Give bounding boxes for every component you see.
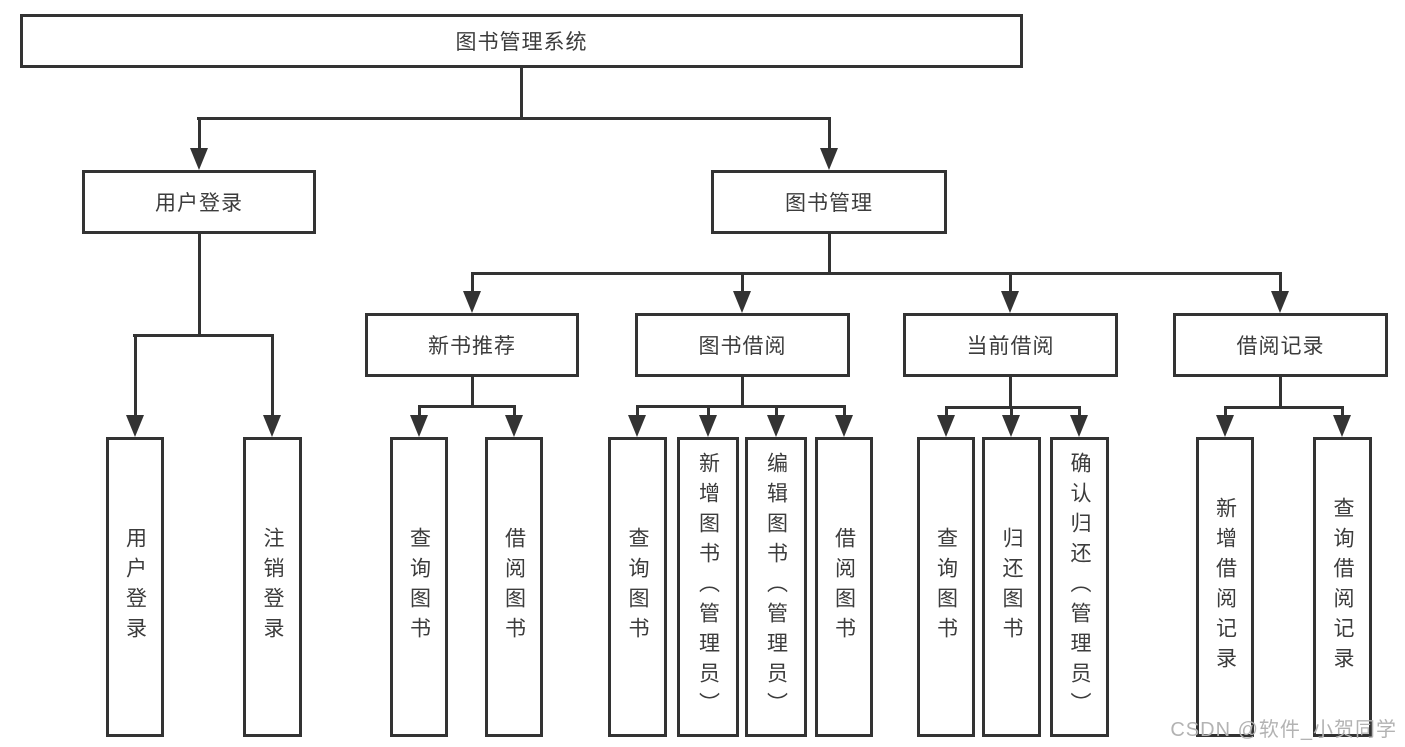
connector-book-mgmt-trunk	[828, 234, 831, 275]
node-new-book-recommend: 新书推荐	[365, 313, 579, 377]
leaf-confirm-return-admin: 确认归还（管理员）	[1050, 437, 1109, 737]
leaf-label: 借阅图书	[502, 527, 526, 647]
leaf-return-books: 归还图书	[982, 437, 1041, 737]
arrow-down-icon	[733, 291, 751, 313]
arrow-down-icon	[820, 148, 838, 170]
connector-drop-leaf	[636, 405, 639, 417]
arrow-down-icon	[263, 415, 281, 437]
leaf-label: 查询图书	[934, 527, 958, 647]
arrow-down-icon	[410, 415, 428, 437]
leaf-query-borrow-record: 查询借阅记录	[1313, 437, 1372, 737]
arrow-down-icon	[505, 415, 523, 437]
node-current-borrowing: 当前借阅	[903, 313, 1118, 377]
connector-book-borrow-trunk	[741, 377, 744, 407]
node-borrowing-records: 借阅记录	[1173, 313, 1388, 377]
leaf-label: 查询借阅记录	[1331, 497, 1354, 677]
connector-borrow-record-hbar	[1224, 406, 1344, 409]
arrow-down-icon	[1216, 415, 1234, 437]
connector-drop-new-book	[471, 272, 474, 293]
leaf-add-books-admin: 新增图书（管理员）	[677, 437, 739, 737]
arrow-down-icon	[1001, 291, 1019, 313]
connector-drop-leaf	[1224, 406, 1227, 417]
node-label: 图书管理	[785, 192, 873, 215]
connector-root-trunk	[520, 68, 523, 120]
connector-drop-leaf	[271, 334, 274, 416]
node-label: 当前借阅	[966, 335, 1055, 358]
arrow-down-icon	[937, 415, 955, 437]
connector-user-login-hbar	[133, 334, 273, 337]
node-label: 用户登录	[155, 192, 243, 215]
connector-drop-leaf	[775, 405, 778, 417]
leaf-label: 用户登录	[123, 527, 147, 647]
connector-book-borrow-hbar	[636, 405, 845, 408]
connector-drop-leaf	[418, 405, 421, 417]
leaf-label: 注销登录	[261, 527, 284, 647]
node-label: 借阅记录	[1236, 335, 1325, 358]
arrow-down-icon	[190, 148, 208, 170]
leaf-query-books-borrowing: 查询图书	[608, 437, 667, 737]
connector-drop-leaf	[843, 405, 846, 417]
leaf-logout: 注销登录	[243, 437, 302, 737]
leaf-edit-books-admin: 编辑图书（管理员）	[745, 437, 807, 737]
leaf-query-books-recommend: 查询图书	[390, 437, 448, 737]
connector-current-borrow-hbar	[945, 406, 1081, 409]
leaf-borrow-books-recommend: 借阅图书	[485, 437, 543, 737]
connector-drop-book-borrow	[741, 272, 744, 293]
leaf-label: 新增借阅记录	[1213, 497, 1237, 677]
connector-drop-book-mgmt	[828, 117, 831, 150]
connector-level3-hbar	[471, 272, 1282, 275]
leaf-label: 借阅图书	[832, 527, 856, 647]
node-label: 新书推荐	[428, 335, 516, 358]
connector-drop-leaf	[707, 405, 710, 417]
connector-user-login-trunk	[198, 234, 201, 337]
node-user-login: 用户登录	[82, 170, 316, 234]
leaf-label: 新增图书（管理员）	[696, 452, 720, 722]
arrow-down-icon	[1070, 415, 1088, 437]
arrow-down-icon	[126, 415, 144, 437]
arrow-down-icon	[1271, 291, 1289, 313]
leaf-label: 确认归还（管理员）	[1068, 452, 1091, 722]
connector-drop-user-login	[198, 117, 201, 150]
connector-drop-leaf	[1010, 406, 1013, 417]
connector-borrow-record-trunk	[1279, 377, 1282, 408]
node-book-management: 图书管理	[711, 170, 947, 234]
arrow-down-icon	[699, 415, 717, 437]
connector-drop-current-borrow	[1009, 272, 1012, 293]
arrow-down-icon	[835, 415, 853, 437]
arrow-down-icon	[463, 291, 481, 313]
connector-drop-leaf	[1341, 406, 1344, 417]
leaf-label: 查询图书	[626, 527, 649, 647]
arrow-down-icon	[1002, 415, 1020, 437]
leaf-label: 归还图书	[1000, 527, 1023, 647]
connector-level2-hbar	[197, 117, 831, 120]
csdn-watermark: CSDN @软件_小贺同学	[1170, 719, 1397, 741]
node-book-borrowing: 图书借阅	[635, 313, 850, 377]
connector-drop-leaf	[134, 334, 137, 416]
leaf-query-books-current: 查询图书	[917, 437, 975, 737]
node-label: 图书管理系统	[455, 31, 588, 54]
node-label: 图书借阅	[698, 335, 787, 358]
leaf-borrow-books-borrowing: 借阅图书	[815, 437, 873, 737]
arrow-down-icon	[1333, 415, 1351, 437]
connector-drop-leaf	[945, 406, 948, 417]
leaf-label: 编辑图书（管理员）	[764, 452, 788, 722]
connector-current-borrow-trunk	[1009, 377, 1012, 408]
leaf-label: 查询图书	[407, 527, 431, 647]
arrow-down-icon	[767, 415, 785, 437]
arrow-down-icon	[628, 415, 646, 437]
connector-new-book-hbar	[418, 405, 516, 408]
connector-drop-borrow-record	[1279, 272, 1282, 293]
connector-drop-leaf	[1078, 406, 1081, 417]
connector-new-book-trunk	[471, 377, 474, 407]
leaf-add-borrow-record: 新增借阅记录	[1196, 437, 1254, 737]
node-root-library-system: 图书管理系统	[20, 14, 1023, 68]
leaf-user-login: 用户登录	[106, 437, 164, 737]
connector-drop-leaf	[513, 405, 516, 417]
